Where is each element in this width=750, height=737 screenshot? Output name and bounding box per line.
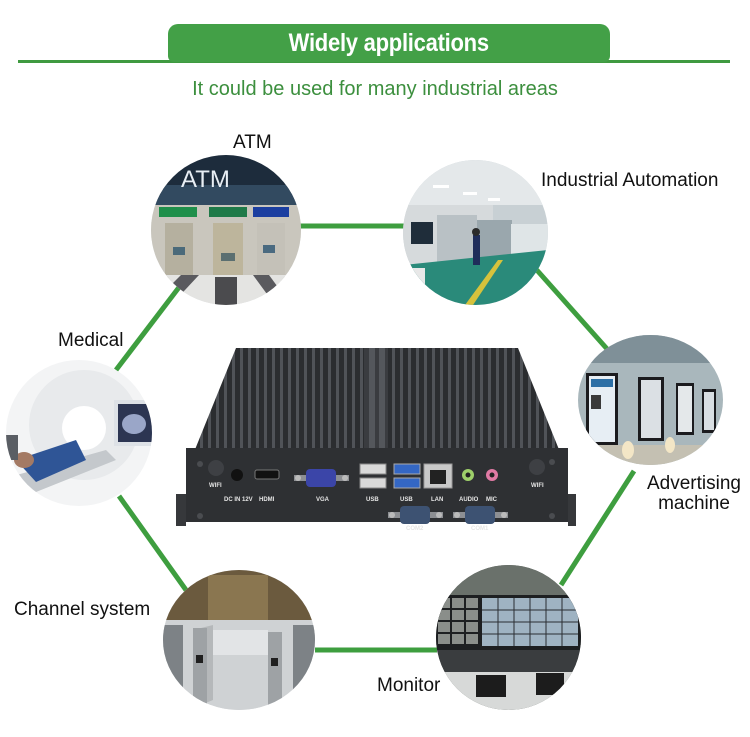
label-industrial-automation: Industrial Automation [541,170,719,191]
dc-jack [231,469,243,481]
label-atm: ATM [233,132,272,153]
wifi-antenna-right [529,459,545,475]
heatsink-right [386,348,560,452]
image-medical [6,360,152,506]
label-advertising-machine: Advertising machine [642,474,746,514]
usb3-port-2b [393,477,421,489]
port-label-usb-1: USB [366,497,379,503]
port-label-com1: COM1 [471,526,489,532]
heatsink-left [194,348,366,452]
port-label-vga: VGA [316,497,330,503]
port-label-hdmi: HDMI [259,497,275,503]
label-advertising-line2: machine [658,493,730,514]
image-monitor [436,565,581,710]
port-label-dc-in: DC IN 12V [224,497,253,503]
image-industrial-automation [403,160,548,305]
hdmi-port [254,469,280,480]
wifi-antenna-left [208,460,224,476]
page-subtitle: It could be used for many industrial are… [192,78,558,100]
port-label-wifi-right: WIFI [531,483,544,489]
port-label-wifi-left: WIFI [209,483,222,489]
image-atm: ATM [151,155,301,305]
industrial-pc-device: WIFI DC IN 12V HDMI VGA USB USB LAN AUDI… [176,344,576,534]
port-label-lan: LAN [431,497,443,503]
port-label-mic: MIC [486,497,498,503]
usb-port-1a [359,463,387,475]
label-advertising-line1: Advertising [647,473,741,494]
port-label-com2: COM2 [406,526,424,532]
image-channel-system [163,570,315,710]
connector-advertising-monitor [558,469,637,587]
usb3-port-2a [393,463,421,475]
usb-port-1b [359,477,387,489]
connector-medical-atm [114,284,182,372]
com2-port [400,506,430,524]
image-advertising-machine [578,335,723,465]
label-channel-system: Channel system [14,599,151,620]
port-label-audio: AUDIO [459,497,479,503]
page-title: Widely applications [288,28,490,57]
label-medical: Medical [58,330,124,351]
label-monitor: Monitor [377,675,441,696]
title-banner: Widely applications [168,24,610,62]
connector-industrial-advertising [533,266,610,352]
connector-channel-medical [116,494,189,592]
atm-sign-text: ATM [181,166,230,193]
com1-port [465,506,495,524]
port-label-usb-2: USB [400,497,413,503]
vga-port [306,469,336,487]
